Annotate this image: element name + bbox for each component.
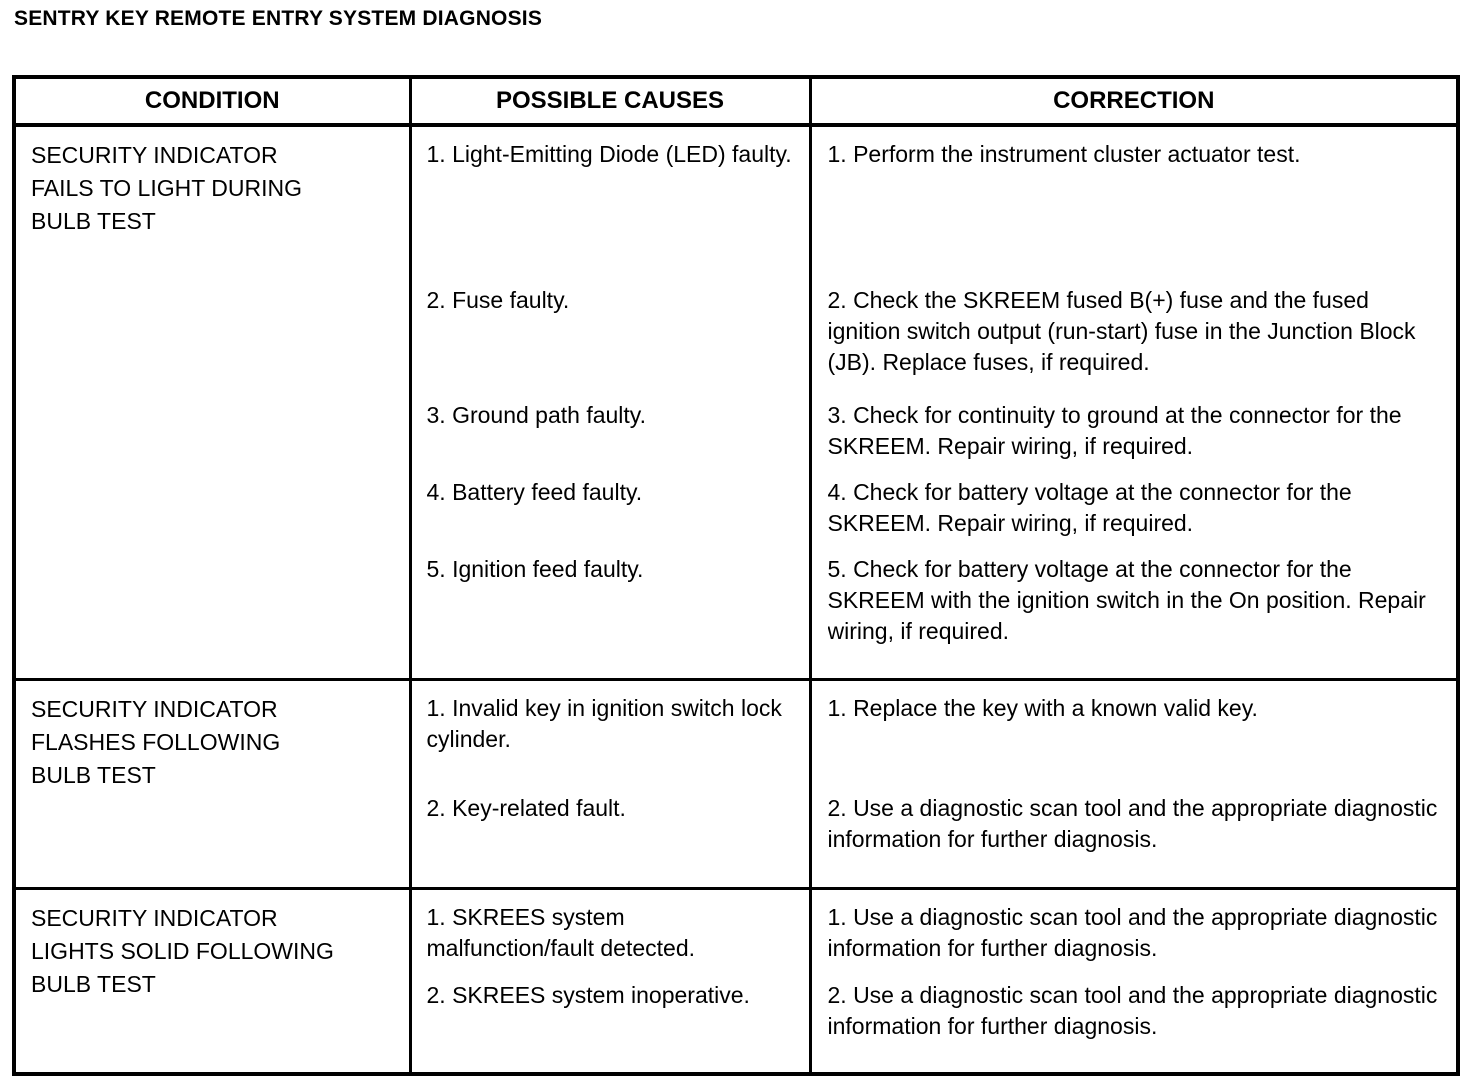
table-row: SECURITY INDICATOR FLASHES FOLLOWING BUL… <box>14 678 1458 889</box>
document-page: SENTRY KEY REMOTE ENTRY SYSTEM DIAGNOSIS… <box>12 7 1460 1076</box>
column-header-condition: CONDITION <box>14 77 410 127</box>
correction-cell: 1. Perform the instrument cluster actuat… <box>808 125 1458 680</box>
table-header-row: CONDITION POSSIBLE CAUSES CORRECTION <box>14 77 1458 127</box>
possible-causes-cell: 1. Light-Emitting Diode (LED) faulty. 2.… <box>408 125 810 680</box>
condition-cell: SECURITY INDICATOR LIGHTS SOLID FOLLOWIN… <box>14 887 410 1074</box>
correction-item: 2. Check the SKREEM fused B(+) fuse and … <box>827 287 1416 375</box>
correction-item: 3. Check for continuity to ground at the… <box>827 402 1402 459</box>
condition-text: SECURITY INDICATOR LIGHTS SOLID FOLLOWIN… <box>31 905 334 997</box>
correction-item: 2. Use a diagnostic scan tool and the ap… <box>827 982 1438 1039</box>
cause-item: 2. Key-related fault. <box>426 795 626 821</box>
correction-item: 1. Perform the instrument cluster actuat… <box>827 141 1301 167</box>
condition-cell: SECURITY INDICATOR FLASHES FOLLOWING BUL… <box>14 678 410 889</box>
condition-cell: SECURITY INDICATOR FAILS TO LIGHT DURING… <box>14 125 410 680</box>
possible-causes-cell: 1. SKREES system malfunction/fault detec… <box>408 887 810 1074</box>
cause-item: 2. SKREES system inoperative. <box>426 982 750 1008</box>
correction-cell: 1. Replace the key with a known valid ke… <box>808 678 1458 889</box>
cause-item: 4. Battery feed faulty. <box>426 479 643 505</box>
correction-item: 5. Check for battery voltage at the conn… <box>827 556 1426 644</box>
table-row: SECURITY INDICATOR LIGHTS SOLID FOLLOWIN… <box>14 887 1458 1074</box>
correction-item: 4. Check for battery voltage at the conn… <box>827 479 1352 536</box>
possible-causes-cell: 1. Invalid key in ignition switch lock c… <box>408 678 810 889</box>
correction-item: 2. Use a diagnostic scan tool and the ap… <box>827 795 1438 852</box>
correction-cell: 1. Use a diagnostic scan tool and the ap… <box>808 887 1458 1074</box>
cause-item: 1. Light-Emitting Diode (LED) faulty. <box>426 141 792 167</box>
cause-item: 1. Invalid key in ignition switch lock c… <box>426 695 782 752</box>
condition-text: SECURITY INDICATOR FLASHES FOLLOWING BUL… <box>31 696 281 788</box>
correction-item: 1. Replace the key with a known valid ke… <box>827 695 1258 721</box>
correction-item: 1. Use a diagnostic scan tool and the ap… <box>827 904 1438 961</box>
column-header-possible-causes: POSSIBLE CAUSES <box>408 77 810 127</box>
table-row: SECURITY INDICATOR FAILS TO LIGHT DURING… <box>14 125 1458 680</box>
column-header-correction: CORRECTION <box>808 77 1458 127</box>
diagnosis-table: CONDITION POSSIBLE CAUSES CORRECTION SEC… <box>12 75 1460 1076</box>
cause-item: 3. Ground path faulty. <box>426 402 647 428</box>
cause-item: 5. Ignition feed faulty. <box>426 556 644 582</box>
condition-text: SECURITY INDICATOR FAILS TO LIGHT DURING… <box>31 142 302 234</box>
cause-item: 1. SKREES system malfunction/fault detec… <box>426 904 696 961</box>
page-title: SENTRY KEY REMOTE ENTRY SYSTEM DIAGNOSIS <box>14 7 543 30</box>
cause-item: 2. Fuse faulty. <box>426 287 570 313</box>
